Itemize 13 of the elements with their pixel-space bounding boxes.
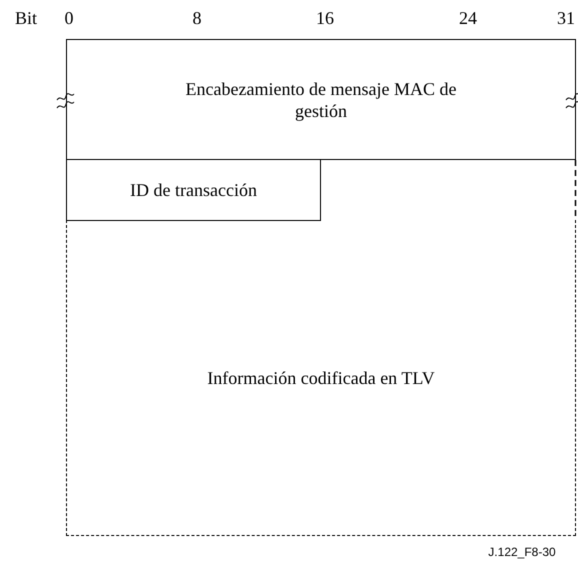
bit-number: 24 bbox=[459, 8, 477, 29]
bit-number: 8 bbox=[192, 8, 202, 29]
axis-title: Bit bbox=[15, 8, 37, 29]
dashed-field-box bbox=[66, 220, 576, 536]
bit-number: 31 bbox=[557, 8, 575, 29]
bit-number: 0 bbox=[64, 8, 74, 29]
field-label: Encabezamiento de mensaje MAC de gestión bbox=[184, 78, 458, 122]
field-box bbox=[66, 39, 576, 160]
field-label: Información codificada en TLV bbox=[207, 366, 435, 388]
field-box bbox=[66, 159, 321, 221]
bit-number: 16 bbox=[316, 8, 334, 29]
figure-id: J.122_F8-30 bbox=[488, 545, 556, 559]
field-label: ID de transacción bbox=[130, 179, 257, 201]
